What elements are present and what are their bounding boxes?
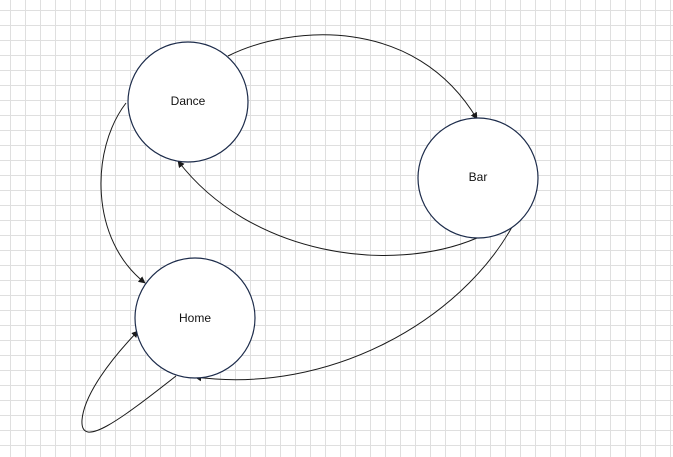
- edge-home-self-loop[interactable]: [81, 330, 177, 433]
- node-bar-label: Bar: [469, 170, 488, 184]
- node-home[interactable]: Home: [134, 257, 256, 379]
- edge-dance-to-home[interactable]: [100, 102, 146, 284]
- node-home-label: Home: [179, 311, 211, 325]
- node-bar[interactable]: Bar: [417, 117, 539, 239]
- node-dance-label: Dance: [171, 94, 206, 108]
- edge-bar-to-home[interactable]: [194, 226, 513, 382]
- edge-bar-to-dance[interactable]: [177, 160, 478, 256]
- edge-dance-to-bar[interactable]: [227, 34, 478, 120]
- node-dance[interactable]: Dance: [127, 41, 249, 163]
